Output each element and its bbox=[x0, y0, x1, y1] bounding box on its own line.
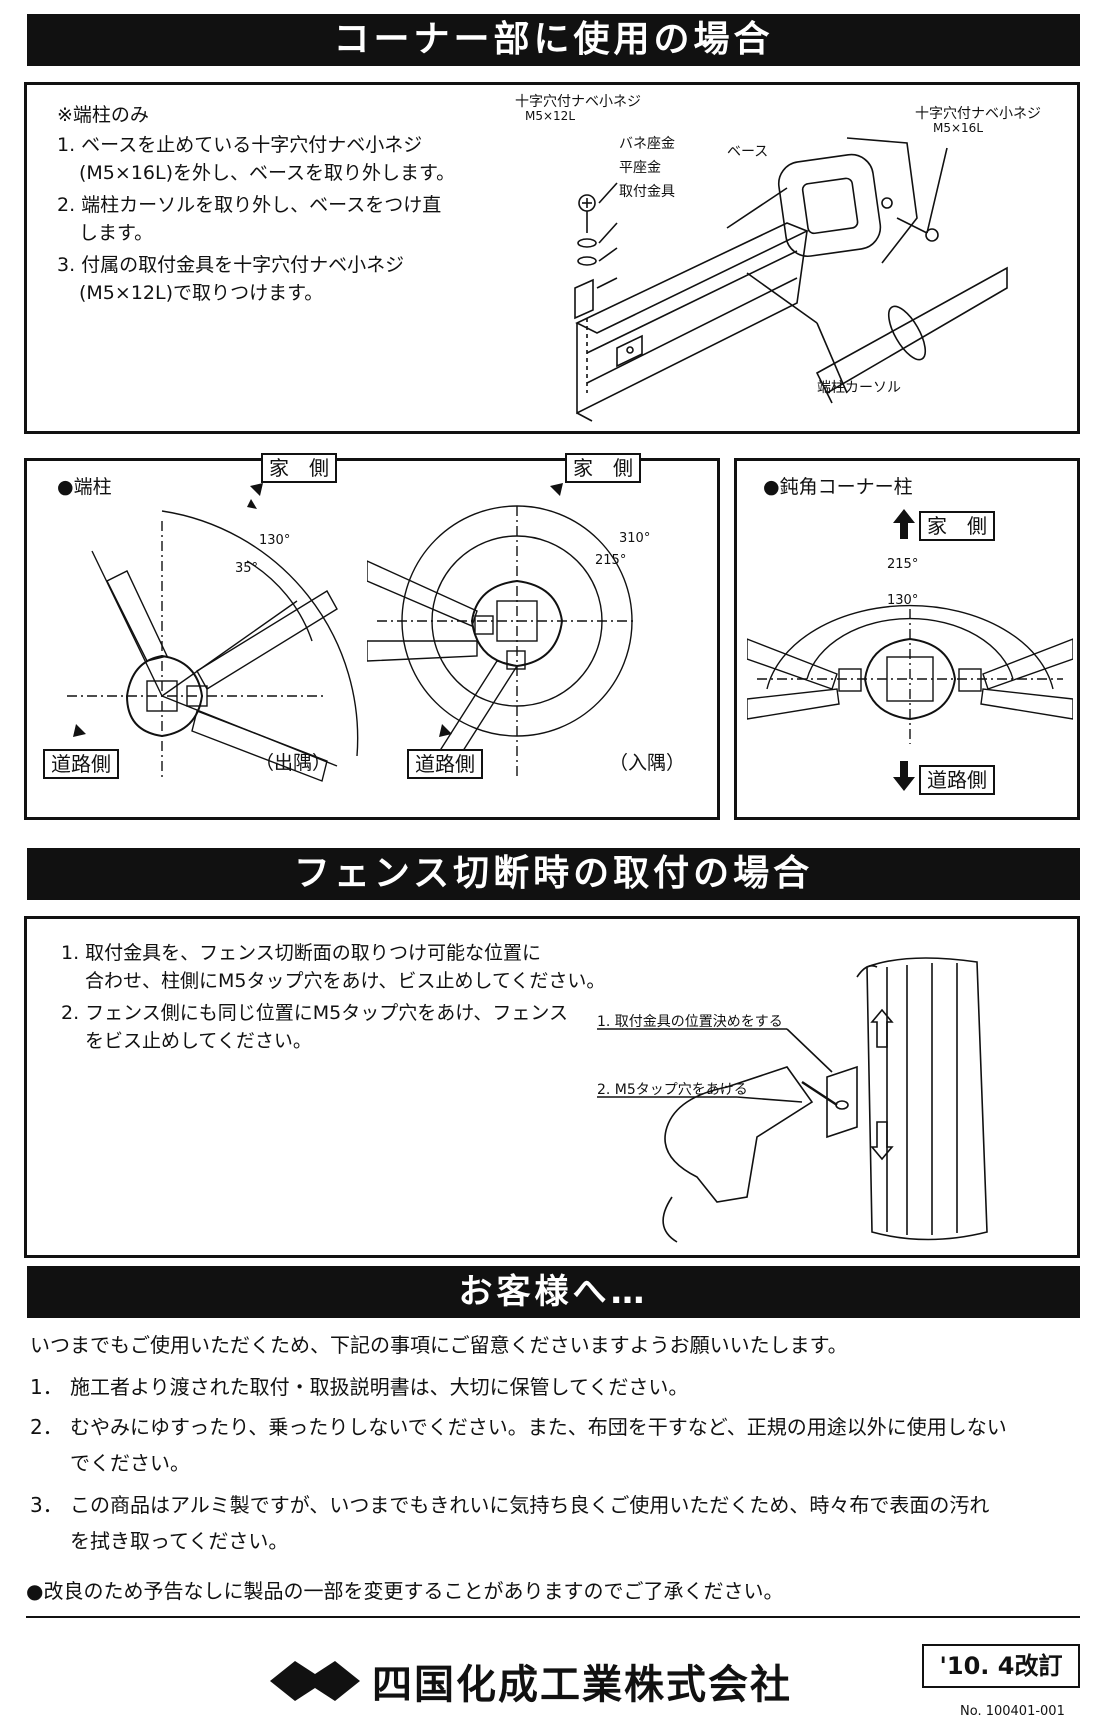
cut-step-1-line-2: 合わせ、柱側にM5タップ穴をあけ、ビス止めしてください。 bbox=[85, 970, 606, 992]
customer-intro: いつまでもご使用いただくため、下記の事項にご留意くださいますようお願いいたします… bbox=[30, 1333, 848, 1357]
cut-step-1-line-1: 1. 取付金具を、フェンス切断面の取りつけ可能な位置に bbox=[61, 942, 541, 964]
drilling-drawing bbox=[597, 957, 988, 1243]
base-label: ベース bbox=[727, 144, 769, 160]
obtuse-down-arrow bbox=[893, 761, 915, 791]
outer-angle-35: 35° bbox=[235, 561, 259, 576]
end-post-cursor-label: 端柱カーソル bbox=[817, 380, 901, 396]
company-name: 四国化成工業株式会社 bbox=[372, 1662, 792, 1708]
inner-corner-diagram bbox=[367, 505, 637, 777]
cut-step-2-line-1: 2. フェンス側にも同じ位置にM5タップ穴をあけ、フェンス bbox=[61, 1002, 568, 1024]
outer-road-side-label: 道路側 bbox=[43, 749, 119, 779]
outer-road-arrow bbox=[73, 714, 96, 737]
obtuse-road-side-label: 道路側 bbox=[919, 765, 995, 795]
obtuse-corner-diagram bbox=[747, 604, 1073, 744]
step-2-line-2: します。 bbox=[79, 222, 154, 244]
outer-angle-130: 130° bbox=[259, 533, 291, 548]
obtuse-house-side-label: 家 側 bbox=[919, 511, 995, 541]
inner-road-side-label: 道路側 bbox=[407, 749, 483, 779]
footer-divider bbox=[26, 1616, 1080, 1618]
inner-corner-label: （入隅） bbox=[609, 752, 686, 774]
inner-angle-310: 310° bbox=[619, 531, 651, 546]
step-2-line-1: 2. 端柱カーソルを取り外し、ベースをつけ直 bbox=[57, 194, 442, 216]
obtuse-angle-215: 215° bbox=[887, 557, 919, 572]
notice-1-number: 1． bbox=[30, 1375, 63, 1399]
assembly-drawing bbox=[574, 137, 1008, 422]
document-number: No. 100401-001 bbox=[960, 1704, 1065, 1719]
spring-washer-label: バネ座金 bbox=[619, 136, 675, 152]
section-title-corner: コーナー部に使用の場合 bbox=[27, 14, 1080, 66]
large-screw-size-label: M5×16L bbox=[933, 121, 983, 135]
end-post-panel: ●端柱 家 側 130° 35° 道路側 （出隅） bbox=[24, 453, 720, 820]
notice-2-line-2: でください。 bbox=[70, 1451, 190, 1475]
position-bracket-label: 1. 取付金具の位置決めをする bbox=[597, 1014, 783, 1030]
inner-angle-215: 215° bbox=[595, 553, 627, 568]
corner-instructions-panel: ※端柱のみ 1. ベースを止めている十字穴付ナベ小ネジ (M5×16L)を外し、… bbox=[24, 82, 1080, 434]
step-1-line-2: (M5×16L)を外し、ベースを取り外します。 bbox=[79, 162, 456, 184]
fence-cut-panel: 1. 取付金具を、フェンス切断面の取りつけ可能な位置に 合わせ、柱側にM5タップ… bbox=[24, 916, 1080, 1258]
obtuse-corner-panel: ●鈍角コーナー柱 家 側 215° 130° 道路側 bbox=[734, 458, 1080, 820]
end-post-only-note: ※端柱のみ bbox=[57, 104, 149, 126]
revision-box: '10. 4改訂 bbox=[922, 1644, 1080, 1688]
outer-corner-diagram bbox=[67, 499, 359, 782]
company-logo bbox=[270, 1661, 360, 1701]
end-post-title: ●端柱 bbox=[57, 476, 112, 498]
small-screw-label: 十字穴付ナベ小ネジ bbox=[515, 94, 641, 110]
inner-house-arrow bbox=[540, 483, 563, 506]
outer-house-side-label: 家 側 bbox=[261, 453, 337, 483]
obtuse-up-arrow bbox=[893, 509, 915, 539]
inner-house-side-label: 家 側 bbox=[565, 453, 641, 483]
obtuse-corner-title: ●鈍角コーナー柱 bbox=[763, 476, 913, 498]
change-disclaimer: ●改良のため予告なしに製品の一部を変更することがありますのでご了承ください。 bbox=[26, 1579, 784, 1603]
notice-3-number: 3． bbox=[30, 1493, 63, 1517]
notice-1-text: 施工者より渡された取付・取扱説明書は、大切に保管してください。 bbox=[70, 1375, 689, 1399]
notice-3-line-2: を拭き取ってください。 bbox=[70, 1529, 289, 1553]
outer-house-arrow bbox=[240, 483, 263, 506]
bracket-label: 取付金具 bbox=[619, 184, 675, 200]
outer-corner-label: （出隅） bbox=[255, 752, 332, 774]
large-screw-label: 十字穴付ナベ小ネジ bbox=[915, 106, 1041, 122]
notice-2-number: 2． bbox=[30, 1415, 63, 1439]
step-1-line-1: 1. ベースを止めている十字穴付ナベ小ネジ bbox=[57, 134, 423, 156]
section-title-customers: お客様へ… bbox=[27, 1266, 1080, 1318]
tap-hole-label: 2. M5タップ穴をあける bbox=[597, 1082, 748, 1098]
small-screw-size-label: M5×12L bbox=[525, 109, 575, 123]
cut-step-2-line-2: をビス止めしてください。 bbox=[85, 1030, 312, 1052]
obtuse-angle-130: 130° bbox=[887, 593, 919, 608]
step-3-line-1: 3. 付属の取付金具を十字穴付ナベ小ネジ bbox=[57, 254, 405, 276]
notice-2-line-1: むやみにゆすったり、乗ったりしないでください。また、布団を干すなど、正規の用途以… bbox=[70, 1415, 1007, 1439]
step-3-line-2: (M5×12L)で取りつけます。 bbox=[79, 282, 324, 304]
section-title-fence-cut: フェンス切断時の取付の場合 bbox=[27, 848, 1080, 900]
flat-washer-label: 平座金 bbox=[619, 160, 661, 176]
notice-3-line-1: この商品はアルミ製ですが、いつまでもきれいに気持ち良くご使用いただくため、時々布… bbox=[70, 1493, 990, 1517]
inner-road-arrow bbox=[439, 714, 462, 737]
